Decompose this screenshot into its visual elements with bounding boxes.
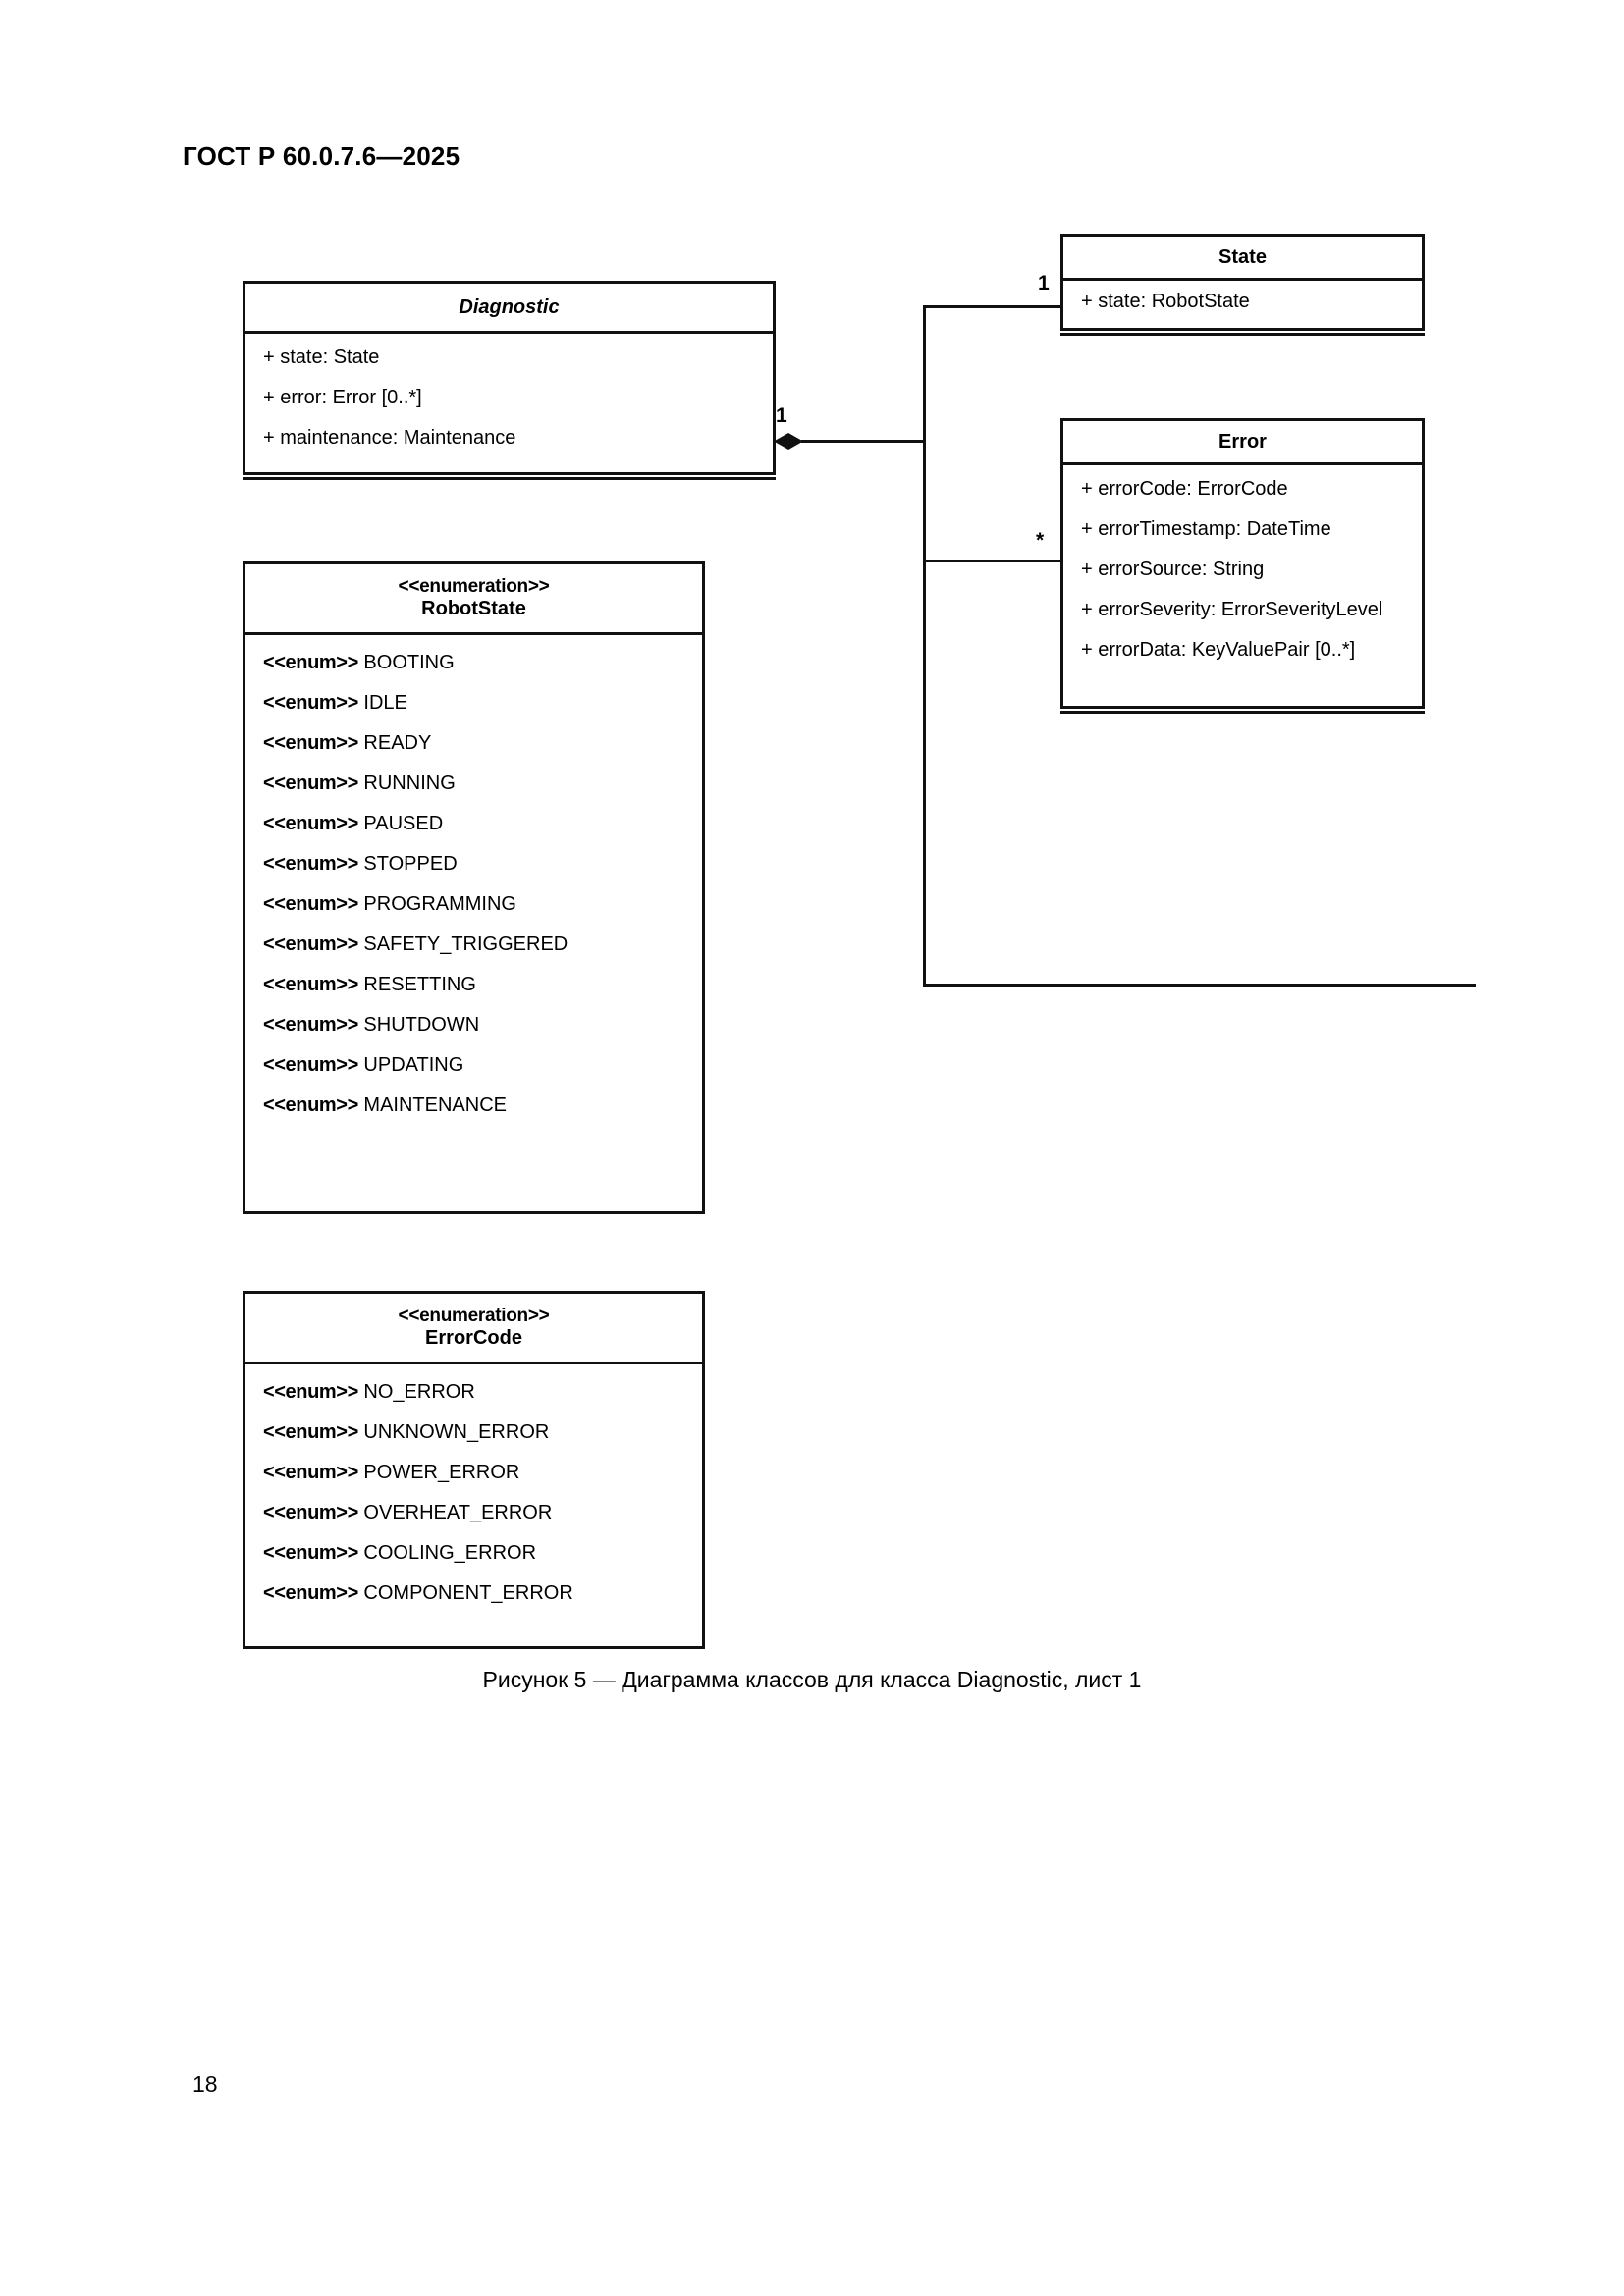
enum-literal-label: COMPONENT_ERROR — [363, 1582, 573, 1604]
enum-tag: <<enum>> — [263, 1462, 358, 1483]
association-branch-error — [923, 560, 1061, 562]
page-number: 18 — [192, 2071, 218, 2097]
multiplicity-target-error: * — [1036, 529, 1045, 552]
association-line-horizontal — [801, 440, 925, 443]
enum-literal-label: STOPPED — [363, 853, 458, 875]
enum-tag: <<enum>> — [263, 1014, 358, 1036]
attribute-row: + errorSeverity: ErrorSeverityLevel — [1081, 599, 1383, 620]
enum-tag: <<enum>> — [263, 893, 358, 915]
enum-literal-label: OVERHEAT_ERROR — [363, 1502, 553, 1523]
enum-literal-label: POWER_ERROR — [363, 1462, 520, 1483]
enum-literal-label: RESETTING — [363, 974, 476, 995]
class-title-state: State — [1063, 237, 1422, 281]
enum-literals-errorcode: <<enum>> NO_ERROR <<enum>> UNKNOWN_ERROR… — [245, 1364, 702, 1613]
attribute-row: + errorSource: String — [1081, 559, 1265, 580]
attribute-row: + maintenance: Maintenance — [263, 427, 516, 449]
association-line-vertical — [923, 305, 926, 987]
class-attributes-error: + errorCode: ErrorCode + errorTimestamp:… — [1063, 465, 1422, 669]
enum-literal-label: MAINTENANCE — [363, 1095, 507, 1116]
attribute-row: + error: Error [0..*] — [263, 387, 422, 408]
association-branch-state — [923, 305, 1061, 308]
enum-literal-label: SHUTDOWN — [363, 1014, 480, 1036]
enum-literal-row: <<enum>> NO_ERROR — [245, 1382, 702, 1402]
enum-literal-row: <<enum>> STOPPED — [245, 854, 702, 874]
enum-literal-label: PAUSED — [363, 813, 444, 834]
enum-tag: <<enum>> — [263, 1381, 358, 1403]
multiplicity-source: 1 — [776, 404, 787, 427]
class-name-diagnostic: Diagnostic — [459, 295, 560, 318]
enum-tag: <<enum>> — [263, 652, 358, 673]
enum-literal-label: IDLE — [363, 692, 407, 714]
enum-stereotype-robotstate: <<enumeration>> — [398, 576, 550, 597]
enum-literal-row: <<enum>> POWER_ERROR — [245, 1463, 702, 1482]
attribute-row: + errorData: KeyValuePair [0..*] — [1081, 639, 1356, 661]
enum-literal-row: <<enum>> RESETTING — [245, 975, 702, 994]
enum-literal-row: <<enum>> COMPONENT_ERROR — [245, 1583, 702, 1603]
enum-tag: <<enum>> — [263, 853, 358, 875]
attribute-row: + errorTimestamp: DateTime — [1081, 518, 1331, 540]
enum-literal-row: <<enum>> SHUTDOWN — [245, 1015, 702, 1035]
attribute-row: + state: State — [263, 347, 380, 368]
enum-name-errorcode: ErrorCode — [425, 1327, 522, 1349]
enum-tag: <<enum>> — [263, 732, 358, 754]
enum-literal-label: RUNNING — [363, 773, 456, 794]
enum-tag: <<enum>> — [263, 1421, 358, 1443]
enum-literal-label: SAFETY_TRIGGERED — [363, 934, 568, 955]
class-name-state: State — [1218, 245, 1267, 268]
enum-literal-label: PROGRAMMING — [363, 893, 516, 915]
enum-tag: <<enum>> — [263, 773, 358, 794]
class-box-diagnostic: Diagnostic + state: State + error: Error… — [243, 281, 776, 480]
attribute-row: + errorCode: ErrorCode — [1081, 478, 1288, 500]
enum-title-errorcode: <<enumeration>> ErrorCode — [245, 1294, 702, 1364]
enum-literal-row: <<enum>> PAUSED — [245, 814, 702, 833]
multiplicity-target-state: 1 — [1038, 272, 1050, 294]
enum-literal-row: <<enum>> OVERHEAT_ERROR — [245, 1503, 702, 1522]
class-attributes-diagnostic: + state: State + error: Error [0..*] + m… — [245, 334, 773, 478]
enum-literal-label: COOLING_ERROR — [363, 1542, 537, 1564]
class-name-error: Error — [1218, 430, 1267, 453]
class-box-error: Error + errorCode: ErrorCode + errorTime… — [1060, 418, 1425, 714]
enum-tag: <<enum>> — [263, 1095, 358, 1116]
enum-box-robotstate: <<enumeration>> RobotState <<enum>> BOOT… — [243, 561, 705, 1214]
enum-box-errorcode: <<enumeration>> ErrorCode <<enum>> NO_ER… — [243, 1291, 705, 1649]
attribute-row: + state: RobotState — [1081, 291, 1250, 312]
enum-literal-row: <<enum>> UPDATING — [245, 1055, 702, 1075]
enum-tag: <<enum>> — [263, 692, 358, 714]
enum-tag: <<enum>> — [263, 1054, 358, 1076]
enum-literal-row: <<enum>> PROGRAMMING — [245, 894, 702, 914]
enum-literal-label: UNKNOWN_ERROR — [363, 1421, 550, 1443]
enum-tag: <<enum>> — [263, 1542, 358, 1564]
class-attributes-state: + state: RobotState — [1063, 281, 1422, 321]
enum-literal-row: <<enum>> RUNNING — [245, 774, 702, 793]
enum-tag: <<enum>> — [263, 813, 358, 834]
enum-stereotype-errorcode: <<enumeration>> — [398, 1306, 550, 1326]
enum-literal-row: <<enum>> MAINTENANCE — [245, 1095, 702, 1115]
enum-literals-robotstate: <<enum>> BOOTING <<enum>> IDLE <<enum>> … — [245, 635, 702, 1125]
class-title-error: Error — [1063, 421, 1422, 465]
figure-caption: Рисунок 5 — Диаграмма классов для класса… — [482, 1667, 1142, 1692]
document-header: ГОСТ Р 60.0.7.6—2025 — [183, 141, 460, 171]
enum-literal-row: <<enum>> BOOTING — [245, 653, 702, 672]
enum-title-robotstate: <<enumeration>> RobotState — [245, 564, 702, 635]
class-box-state: State + state: RobotState — [1060, 234, 1425, 336]
enum-literal-row: <<enum>> READY — [245, 733, 702, 753]
enum-literal-label: UPDATING — [363, 1054, 464, 1076]
enum-name-robotstate: RobotState — [421, 598, 526, 619]
enum-literal-label: READY — [363, 732, 432, 754]
association-line-continuation — [923, 984, 1476, 987]
enum-literal-row: <<enum>> UNKNOWN_ERROR — [245, 1422, 702, 1442]
enum-literal-label: NO_ERROR — [363, 1381, 475, 1403]
enum-literal-label: BOOTING — [363, 652, 455, 673]
enum-literal-row: <<enum>> SAFETY_TRIGGERED — [245, 934, 702, 954]
enum-tag: <<enum>> — [263, 934, 358, 955]
composition-diamond — [774, 433, 803, 450]
enum-literal-row: <<enum>> COOLING_ERROR — [245, 1543, 702, 1563]
enum-literal-row: <<enum>> IDLE — [245, 693, 702, 713]
enum-tag: <<enum>> — [263, 1502, 358, 1523]
enum-tag: <<enum>> — [263, 1582, 358, 1604]
class-title-diagnostic: Diagnostic — [245, 284, 773, 334]
enum-tag: <<enum>> — [263, 974, 358, 995]
